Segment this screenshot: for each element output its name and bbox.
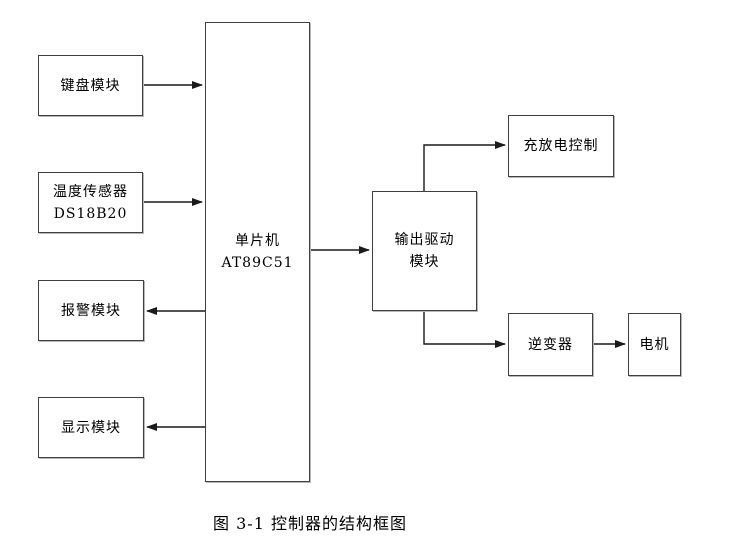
node-keyboard-module-label: 键盘模块 [60, 77, 121, 94]
node-display-module: 显示模块 [38, 397, 144, 458]
node-temperature-sensor-label-line2: DS18B20 [53, 205, 128, 222]
node-output-drive-module-label-line2: 模块 [409, 254, 440, 270]
node-charge-discharge-control-label: 充放电控制 [523, 138, 599, 154]
node-alarm-module-label: 报警模块 [61, 302, 121, 319]
node-alarm-module: 报警模块 [38, 280, 144, 341]
node-mcu-label-line1: 单片机 [235, 233, 280, 249]
node-inverter-label: 逆变器 [528, 336, 573, 353]
node-motor: 电机 [628, 313, 681, 376]
node-output-drive-module: 输出驱动 模块 [372, 191, 477, 311]
node-temperature-sensor: 温度传感器 DS18B20 [38, 172, 143, 233]
connector-output-drive-to-inverter [423, 311, 506, 348]
node-charge-discharge-control: 充放电控制 [508, 115, 614, 177]
node-mcu-label-line2: AT89C51 [221, 255, 294, 271]
node-temperature-sensor-label-line1: 温度传感器 [53, 183, 128, 200]
node-output-drive-module-label-line1: 输出驱动 [394, 232, 455, 248]
node-mcu: 单片机 AT89C51 [205, 22, 310, 482]
node-display-module-label: 显示模块 [61, 419, 121, 436]
node-inverter: 逆变器 [508, 313, 593, 376]
figure-caption: 图 3-1 控制器的结构框图 [213, 514, 407, 533]
node-motor-label: 电机 [639, 336, 670, 353]
connector-output-drive-to-charge-control [423, 141, 506, 191]
node-keyboard-module: 键盘模块 [38, 55, 143, 116]
